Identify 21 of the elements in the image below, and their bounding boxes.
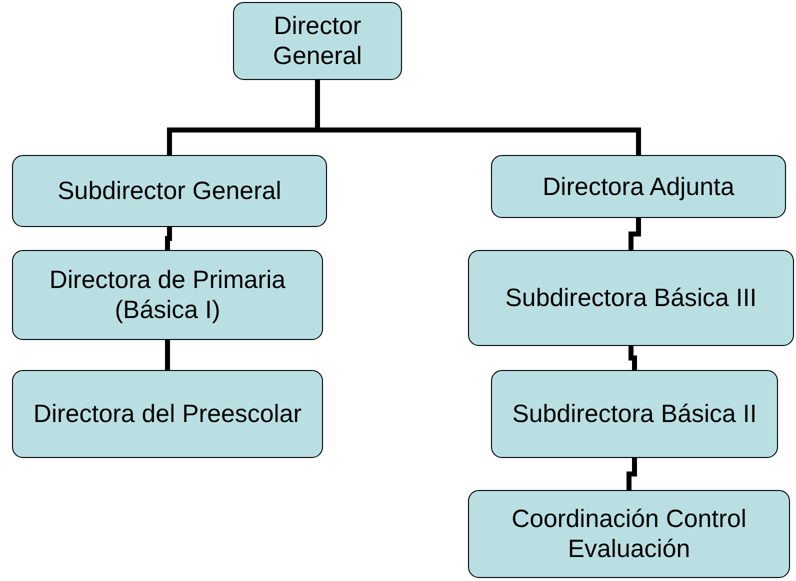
org-box	[12, 250, 323, 340]
org-box	[491, 370, 778, 458]
connector-line	[628, 218, 641, 250]
position-title: Subdirectora Básica III	[505, 283, 757, 313]
position-title: Subdirectora Básica II	[512, 399, 757, 429]
position-title: Directora Adjunta	[542, 172, 734, 202]
position-title: Subdirector General	[58, 176, 282, 206]
org-box	[233, 2, 402, 80]
connector-line	[626, 458, 637, 490]
connector-line	[628, 346, 637, 370]
position-title: Director General	[272, 11, 363, 71]
position-title: Directora de Primaria (Básica I)	[48, 265, 287, 325]
connector-line	[165, 227, 172, 250]
position-title: Directora del Preescolar	[33, 399, 302, 429]
org-box	[491, 155, 786, 218]
org-box	[12, 155, 327, 227]
org-box	[12, 370, 323, 458]
org-box	[468, 250, 794, 346]
position-title: Coordinación Control Evaluación	[510, 504, 748, 564]
org-box	[468, 490, 790, 578]
connector-line	[165, 340, 170, 370]
